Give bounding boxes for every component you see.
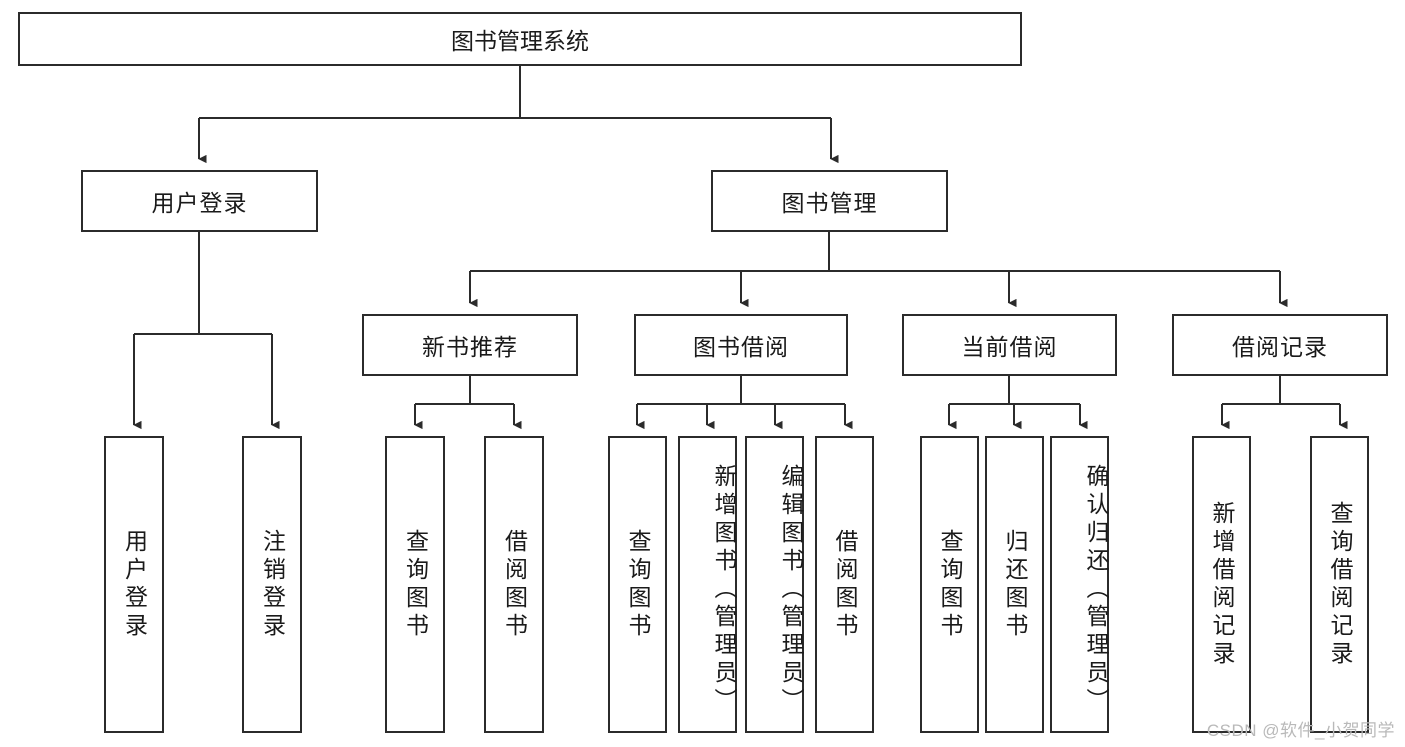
node-label: 借阅记录 — [1232, 334, 1328, 360]
leaf-user-login[interactable]: 用户登录 — [104, 436, 164, 733]
node-root-system[interactable]: 图书管理系统 — [18, 12, 1022, 66]
node-label: 查询图书 — [625, 528, 651, 641]
node-label: 查询借阅记录 — [1327, 500, 1353, 669]
leaf-borrow-lend-books[interactable]: 借阅图书 — [815, 436, 874, 733]
node-label: 借阅图书 — [501, 528, 528, 641]
node-current-borrow[interactable]: 当前借阅 — [902, 314, 1117, 376]
node-label: 图书管理系统 — [451, 28, 589, 54]
leaf-borrow-edit-book-admin[interactable]: 编辑图书（管理员） — [745, 436, 804, 733]
node-label: 新书推荐 — [422, 334, 518, 360]
leaf-borrow-query-books[interactable]: 查询图书 — [608, 436, 667, 733]
node-label: 注销登录 — [259, 528, 286, 641]
leaf-newbook-query-books[interactable]: 查询图书 — [385, 436, 445, 733]
node-label: 图书借阅 — [693, 334, 789, 360]
leaf-current-confirm-return-admin[interactable]: 确认归还（管理员） — [1050, 436, 1109, 733]
node-label: 新增图书（管理员） — [711, 463, 737, 716]
node-label: 借阅图书 — [832, 528, 858, 641]
node-label: 归还图书 — [1002, 528, 1028, 641]
node-label: 编辑图书（管理员） — [778, 463, 804, 716]
node-label: 图书管理 — [781, 190, 878, 216]
leaf-newbook-borrow-books[interactable]: 借阅图书 — [484, 436, 544, 733]
node-book-management[interactable]: 图书管理 — [711, 170, 948, 232]
node-label: 用户登录 — [151, 190, 248, 216]
leaf-current-return-books[interactable]: 归还图书 — [985, 436, 1044, 733]
node-label: 确认归还（管理员） — [1083, 463, 1109, 716]
node-borrow-records[interactable]: 借阅记录 — [1172, 314, 1388, 376]
leaf-records-query-record[interactable]: 查询借阅记录 — [1310, 436, 1369, 733]
leaf-records-add-record[interactable]: 新增借阅记录 — [1192, 436, 1251, 733]
node-new-book-recommend[interactable]: 新书推荐 — [362, 314, 578, 376]
node-user-login[interactable]: 用户登录 — [81, 170, 318, 232]
leaf-user-logout[interactable]: 注销登录 — [242, 436, 302, 733]
node-label: 查询图书 — [937, 528, 963, 641]
node-book-borrow[interactable]: 图书借阅 — [634, 314, 848, 376]
leaf-borrow-add-book-admin[interactable]: 新增图书（管理员） — [678, 436, 737, 733]
node-label: 用户登录 — [121, 528, 148, 641]
node-label: 新增借阅记录 — [1209, 500, 1235, 669]
node-label: 当前借阅 — [961, 334, 1058, 360]
node-label: 查询图书 — [402, 528, 429, 641]
watermark-text: CSDN @软件_小贺同学 — [1206, 721, 1395, 740]
leaf-current-query-books[interactable]: 查询图书 — [920, 436, 979, 733]
